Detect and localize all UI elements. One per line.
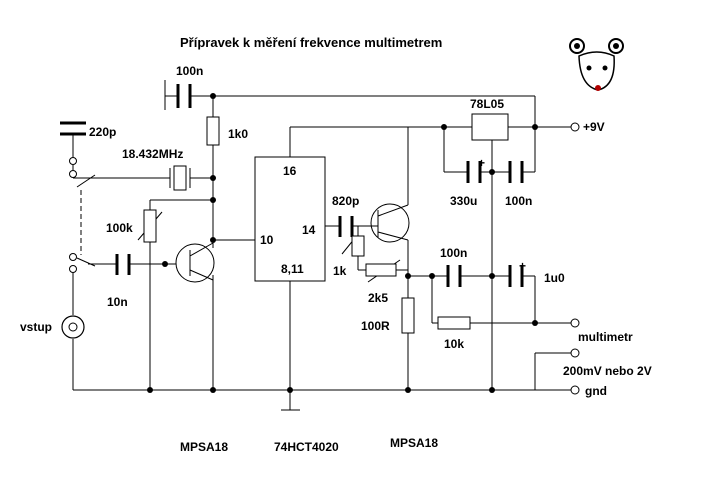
potentiometer-2k5	[365, 263, 397, 277]
supply-terminal	[570, 122, 580, 132]
label-ground: gnd	[585, 384, 607, 398]
label-transistor-1: MPSA18	[180, 440, 228, 454]
label-r-100r: 100R	[361, 319, 390, 333]
label-counter-ic: 74HCT4020	[274, 440, 339, 454]
label-c-330u: 330u	[450, 194, 477, 208]
label-range: 200mV nebo 2V	[563, 364, 652, 378]
label-plus-330u: +	[478, 156, 485, 170]
capacitor-100n-regulator	[508, 161, 524, 183]
multimeter-terminal	[570, 318, 580, 328]
input-connector	[61, 315, 85, 339]
label-multimeter: multimetr	[578, 330, 633, 344]
label-pot-2k5: 2k5	[368, 291, 388, 305]
range-terminal	[570, 348, 580, 358]
label-c-reg-out: 100n	[505, 194, 532, 208]
capacitor-330u	[466, 161, 482, 183]
label-c-100n-mid: 100n	[440, 246, 467, 260]
transistor-1	[175, 242, 215, 283]
crystal-oscillator	[169, 165, 191, 191]
junction-dots	[147, 93, 538, 393]
capacitor-100n-output	[446, 265, 462, 287]
resistor-1k0	[206, 116, 220, 146]
resistor-100r	[401, 297, 415, 334]
label-ic-pin-14: 14	[302, 223, 316, 237]
capacitor-100n-top	[176, 84, 192, 108]
label-input: vstup	[20, 320, 52, 334]
schematic-title: Přípravek k měření frekvence multimetrem	[180, 35, 442, 50]
label-c-input: 220p	[89, 125, 116, 139]
capacitor-220p	[60, 121, 86, 136]
label-ic-pin-10: 10	[260, 233, 274, 247]
capacitor-10n	[115, 254, 131, 275]
label-ic-pin-16: 16	[283, 164, 297, 178]
label-regulator: 78L05	[470, 97, 504, 111]
capacitor-1u0	[508, 265, 524, 287]
voltage-regulator-body	[471, 113, 509, 141]
label-crystal: 18.432MHz	[122, 147, 183, 161]
label-c-coupling: 10n	[107, 295, 128, 309]
label-c-top: 100n	[176, 64, 203, 78]
potentiometer-100k	[143, 209, 157, 243]
label-r-collector: 1k0	[228, 127, 248, 141]
label-c-1u0: 1u0	[544, 271, 565, 285]
label-r-10k: 10k	[444, 337, 464, 351]
ground-terminal	[570, 385, 580, 395]
transistor-2	[368, 203, 410, 243]
mouse-logo-icon	[569, 38, 624, 91]
label-plus-1u0: +	[519, 259, 526, 273]
label-transistor-2: MPSA18	[390, 436, 438, 450]
potentiometer-1k	[351, 235, 365, 257]
label-r-bias: 100k	[106, 221, 133, 235]
capacitor-820p	[338, 216, 354, 237]
label-pot-1k: 1k	[333, 264, 347, 278]
counter-ic-body	[254, 156, 326, 282]
label-supply: +9V	[583, 120, 605, 134]
resistor-10k	[437, 316, 471, 330]
label-c-820p: 820p	[332, 194, 359, 208]
label-ic-pin-8-11: 8,11	[281, 262, 304, 276]
switch-contacts	[69, 157, 77, 273]
